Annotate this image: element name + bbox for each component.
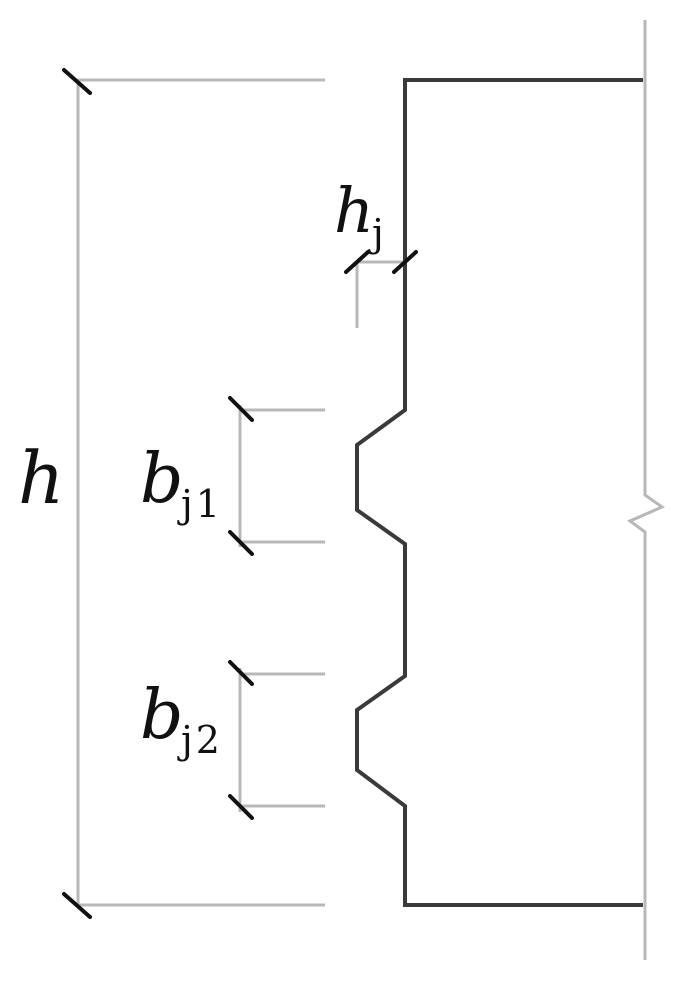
- hj-tick-right: [392, 250, 418, 274]
- hj-subscript: j: [368, 211, 384, 255]
- h-label: h: [18, 436, 64, 520]
- h-tick-top: [62, 68, 92, 95]
- bj2-tick-bottom: [228, 794, 254, 820]
- bj1-tick-top: [228, 396, 254, 422]
- hj-label: h: [334, 174, 374, 247]
- bj1-subscript: j1: [177, 482, 223, 526]
- bj2-subscript: j2: [177, 718, 223, 762]
- hj-tick-left: [344, 250, 370, 274]
- h-tick-bottom: [62, 892, 92, 919]
- joint-profile: [355, 78, 643, 907]
- bj1-label: b: [140, 440, 184, 519]
- right-break-line: [627, 20, 666, 960]
- bj2-label: b: [140, 676, 184, 755]
- bj2-tick-top: [228, 660, 254, 686]
- bj1-tick-bottom: [228, 530, 254, 556]
